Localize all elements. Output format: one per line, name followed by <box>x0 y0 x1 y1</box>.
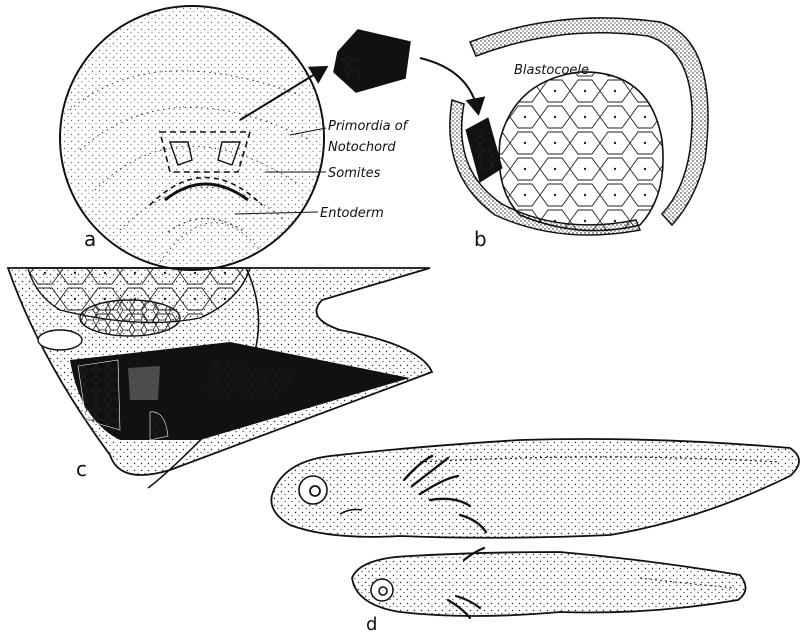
panel-b-host-embryo <box>450 18 708 235</box>
panel-d-larva-lower <box>352 548 746 618</box>
annotation-somites: Somites <box>328 166 381 181</box>
panel-a-embryo <box>60 6 326 270</box>
excised-tissue-block <box>334 30 410 92</box>
panel-label-c: c <box>76 457 87 481</box>
annotation-blastocoele: Blastocoele <box>514 63 589 78</box>
annotation-notochord: Notochord <box>328 140 396 155</box>
panel-label-d: d <box>366 614 377 635</box>
annotation-entoderm: Entoderm <box>320 206 384 221</box>
panel-d-larva-upper <box>271 439 799 538</box>
panel-label-b: b <box>474 227 487 251</box>
panel-label-a: a <box>84 227 96 251</box>
annotation-primordia-of: Primordia of <box>328 119 410 134</box>
